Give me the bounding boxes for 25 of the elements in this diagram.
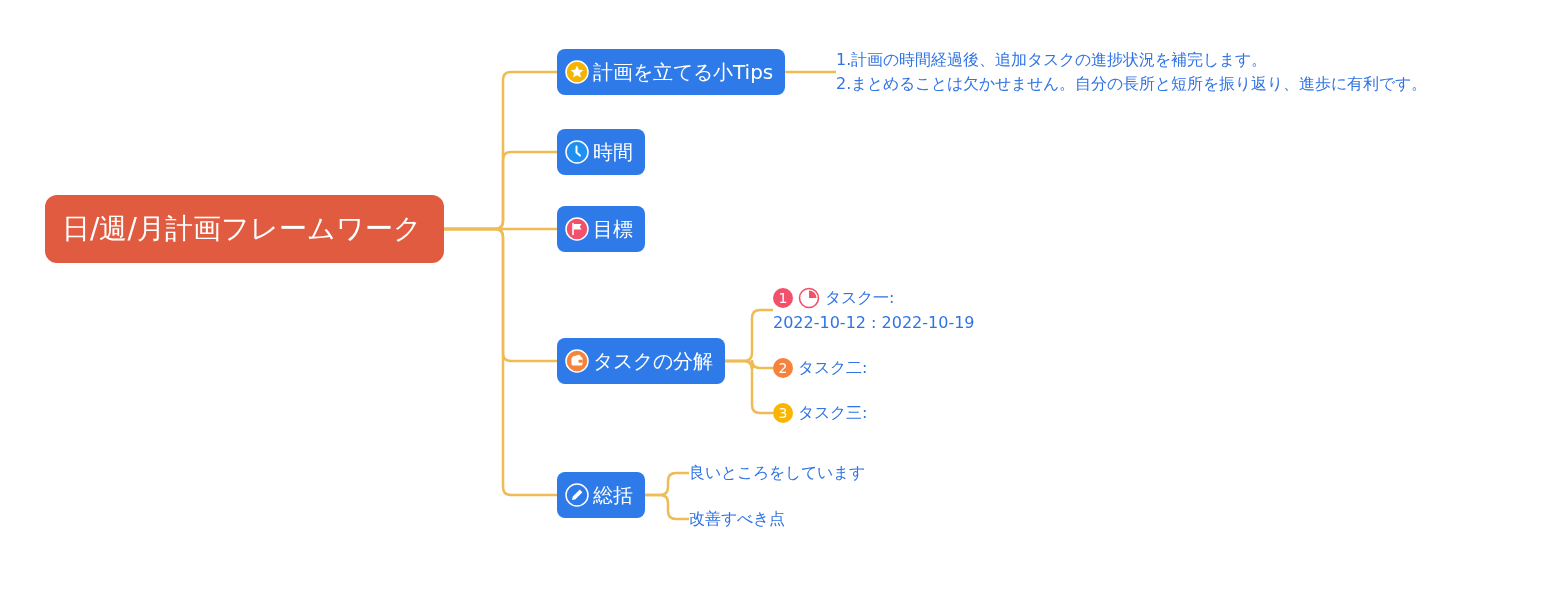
priority-marker: 1: [773, 288, 793, 308]
priority-marker: 3: [773, 403, 793, 423]
note-text: 2.まとめることは欠かせません。自分の長所と短所を振り返り、進歩に有利です。: [836, 73, 1428, 95]
connector-line: [785, 70, 836, 74]
topic-label: タスクの分解: [593, 347, 713, 375]
topic-label: 総括: [593, 481, 633, 509]
topic-label: 目標: [593, 215, 633, 243]
note-text: 1.計画の時間経過後、追加タスクの進捗状況を補完します。: [836, 49, 1269, 71]
topic-box: [557, 338, 725, 384]
topic-box: [557, 206, 645, 252]
topic-box: [557, 129, 645, 175]
task-label: タスク二:: [798, 357, 868, 379]
task-label: タスク一:: [825, 287, 895, 309]
topic-label: 計画を立てる小Tips: [593, 58, 774, 86]
task-label: タスク三:: [798, 402, 868, 424]
central-topic-box: [45, 195, 444, 263]
priority-marker: 2: [773, 358, 793, 378]
topic-box: [557, 49, 786, 95]
date-range-text: 2022-10-12 : 2022-10-19: [773, 312, 975, 334]
central-topic-label: 日/週/月計画フレームワーク: [62, 211, 422, 247]
topic-text: 良いところをしています: [689, 462, 865, 484]
topic-text: 改善すべき点: [689, 508, 785, 530]
topic-box: [557, 472, 645, 518]
connector-line: [443, 227, 557, 497]
topic-label: 時間: [593, 138, 633, 166]
